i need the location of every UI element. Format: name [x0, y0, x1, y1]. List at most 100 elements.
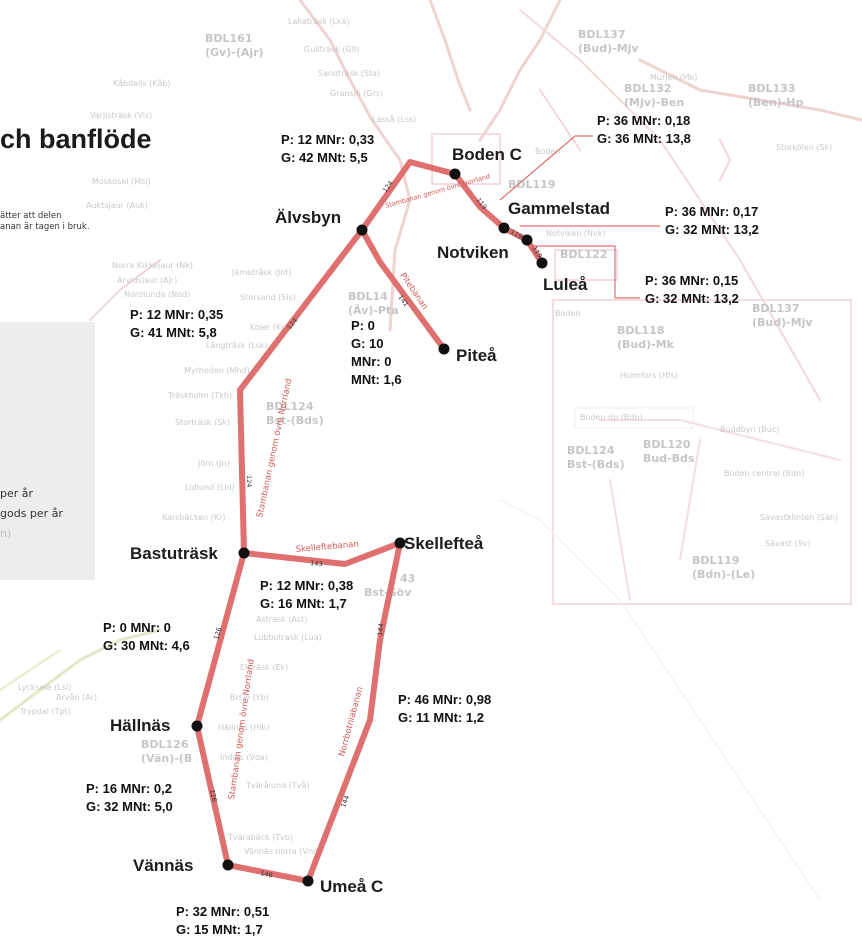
place-name-label: Nordlunda (Nod) — [124, 290, 190, 299]
place-name-label: Auktsjaur (Auk) — [86, 201, 148, 210]
route-hallnas-vannas — [194, 723, 231, 868]
station-label-umea: Umeå C — [320, 877, 383, 896]
station-node-lulea — [536, 257, 548, 269]
legend-panel — [0, 322, 95, 580]
district-label: (Äv)-Pta — [348, 303, 399, 317]
flow-stat-skelleftebanan-line1: P: 12 MNr: 0,38 — [260, 578, 353, 593]
district-label: BDL137 — [578, 28, 626, 41]
station-label-alvsbyn: Älvsbyn — [275, 208, 341, 227]
flow-stat-boden-gammelstad-line2: G: 36 MNt: 13,8 — [597, 131, 691, 146]
district-label: BDL133 — [748, 82, 796, 95]
track-number-t-norrbotnia-lower: 144 — [339, 794, 351, 808]
track-number-t-norrbotnia-upper: 144 — [376, 623, 385, 636]
district-label: (Bud)-Mk — [617, 338, 675, 351]
place-name-label: Tvärabäck (Tvb) — [227, 833, 293, 842]
place-name-label: Trypdal (Tpt) — [19, 707, 71, 716]
district-label: BDL137 — [752, 302, 800, 315]
flow-stat-notviken-lulea-line1: P: 36 MNr: 0,15 — [645, 273, 738, 288]
district-label: (Bud)-Mjv — [578, 42, 639, 55]
route-norrbotniabanan — [305, 540, 403, 884]
station-label-bastutrask: Bastuträsk — [130, 544, 218, 563]
district-label: BDL14 — [348, 290, 388, 303]
district-label: (Gv)-(Ajr) — [205, 46, 264, 59]
place-name-label: Boden — [535, 147, 560, 156]
place-name-label: Sävast (Sv) — [765, 539, 811, 548]
flow-stat-boden-alvsbyn-line2: G: 42 MNt: 5,5 — [281, 150, 368, 165]
district-label: Bst-(Bds) — [266, 414, 324, 427]
place-name-label: Lycksele (Lsl) — [18, 683, 71, 692]
place-name-label: Jörn (Jn) — [197, 459, 230, 468]
flow-statistics: P: 12 MNr: 0,33 G: 42 MNt: 5,5 P: 36 MNr… — [86, 113, 759, 937]
track-number-t-hallnas-vannas: 126 — [208, 789, 218, 803]
place-name-label: Brsjö (Yb) — [230, 693, 269, 702]
place-name-label: Buddbyn (Buc) — [720, 425, 779, 434]
place-name-label: Murjek (Mk) — [650, 73, 697, 82]
district-label: BDL119 — [692, 554, 740, 567]
place-name-label: Boden central (Bdn) — [724, 469, 804, 478]
flow-stat-pitebanan-line3: MNr: 0 — [351, 354, 391, 369]
legend-passenger-text: per år — [0, 487, 34, 500]
route-lines — [194, 159, 545, 884]
track-labels: 124 119 119 119 141 124 124 143 144 144 … — [208, 172, 544, 879]
route-skelleftebanan — [241, 540, 403, 567]
station-nodes — [191, 168, 548, 887]
station-names: Boden C Gammelstad Notviken Luleå Älvsby… — [110, 145, 610, 896]
track-number-t-alvs-bast-lower: 124 — [245, 475, 253, 487]
route-pitebanan — [359, 227, 447, 352]
track-number-t-skelleftebanan: 143 — [310, 559, 323, 568]
station-node-gammelstad — [498, 222, 510, 234]
flow-stat-gammelstad-notviken-line2: G: 32 MNt: 13,2 — [665, 222, 759, 237]
station-node-alvsbyn — [356, 224, 368, 236]
station-node-hallnas — [191, 720, 203, 732]
route-vannas-umea — [225, 862, 311, 884]
station-node-vannas — [222, 859, 234, 871]
place-name-label: Boden dp (Bdn) — [580, 413, 643, 422]
route-boden-gammelstad — [452, 171, 507, 231]
district-label: BDL122 — [560, 248, 608, 261]
legend-faded-text: n) — [0, 527, 12, 540]
place-name-label: Gullträsk (Gll) — [304, 45, 359, 54]
station-label-gammelstad: Gammelstad — [508, 199, 610, 218]
place-name-label: Lakaträsk (Lkä) — [288, 17, 350, 26]
place-name-label: Sävastklinten (Sän) — [760, 513, 838, 522]
background-rail-network — [0, 0, 862, 901]
place-name-label: Träskholm (Tkh) — [167, 391, 232, 400]
place-name-label: Ekträsk (Ek) — [240, 663, 288, 672]
district-label: BDL132 — [624, 82, 672, 95]
callout-lines — [499, 135, 660, 299]
place-name-label: Norra Kikkejaur (Nk) — [112, 261, 193, 270]
flow-stat-skelleftebanan-line2: G: 16 MNt: 1,7 — [260, 596, 347, 611]
district-label: BDL161 — [205, 32, 253, 45]
station-node-notviken — [521, 234, 533, 246]
place-name-label: Vännäs norra (Vnn) — [244, 847, 321, 856]
place-name-label: Myrheden (Mhd) — [184, 366, 250, 375]
place-name-label: Holmfors (Hfs) — [620, 371, 678, 380]
flow-stat-alvsbyn-bastutrask-line2: G: 41 MNt: 5,8 — [130, 325, 217, 340]
route-alvsbyn-bastutrask — [237, 227, 365, 556]
flow-stat-norrbotniabanan-line2: G: 11 MNt: 1,2 — [398, 710, 484, 725]
station-label-hallnas: Hällnäs — [110, 716, 170, 735]
district-label: 43 — [400, 572, 415, 585]
flow-stat-notviken-lulea-line2: G: 32 MNt: 13,2 — [645, 291, 739, 306]
place-name-label: Boden — [555, 309, 580, 318]
place-name-label: Gransjö (Grs) — [330, 89, 383, 98]
flow-stat-gammelstad-notviken-line1: P: 36 MNr: 0,17 — [665, 204, 758, 219]
district-label: (Ben)-Hp — [748, 96, 804, 109]
line-name-skelleftebanan: Skelleftebanan — [295, 540, 359, 555]
route-bastutrask-hallnas — [194, 550, 247, 729]
intro-text-line-1: ätter att delen — [0, 211, 62, 221]
intro-text-line-2: anan är tagen i bruk. — [0, 222, 90, 232]
district-label: BDL124 — [567, 444, 615, 457]
place-name-label: Kåbdalis (Kåb) — [113, 78, 171, 88]
flow-stat-boden-alvsbyn-line1: P: 12 MNr: 0,33 — [281, 132, 374, 147]
place-name-label: Varjisträsk (Vis) — [90, 111, 152, 120]
station-label-notviken: Notviken — [437, 243, 509, 262]
place-name-label: Indals (Vda) — [220, 753, 268, 762]
station-node-bastutrask — [238, 547, 250, 559]
district-label: BDL126 — [141, 738, 189, 751]
flow-stat-norrbotniabanan-line1: P: 46 MNr: 0,98 — [398, 692, 491, 707]
place-name-label: Koler (Kr) — [250, 323, 288, 332]
district-label: (Bud)-Mjv — [752, 316, 813, 329]
station-node-boden — [449, 168, 461, 180]
